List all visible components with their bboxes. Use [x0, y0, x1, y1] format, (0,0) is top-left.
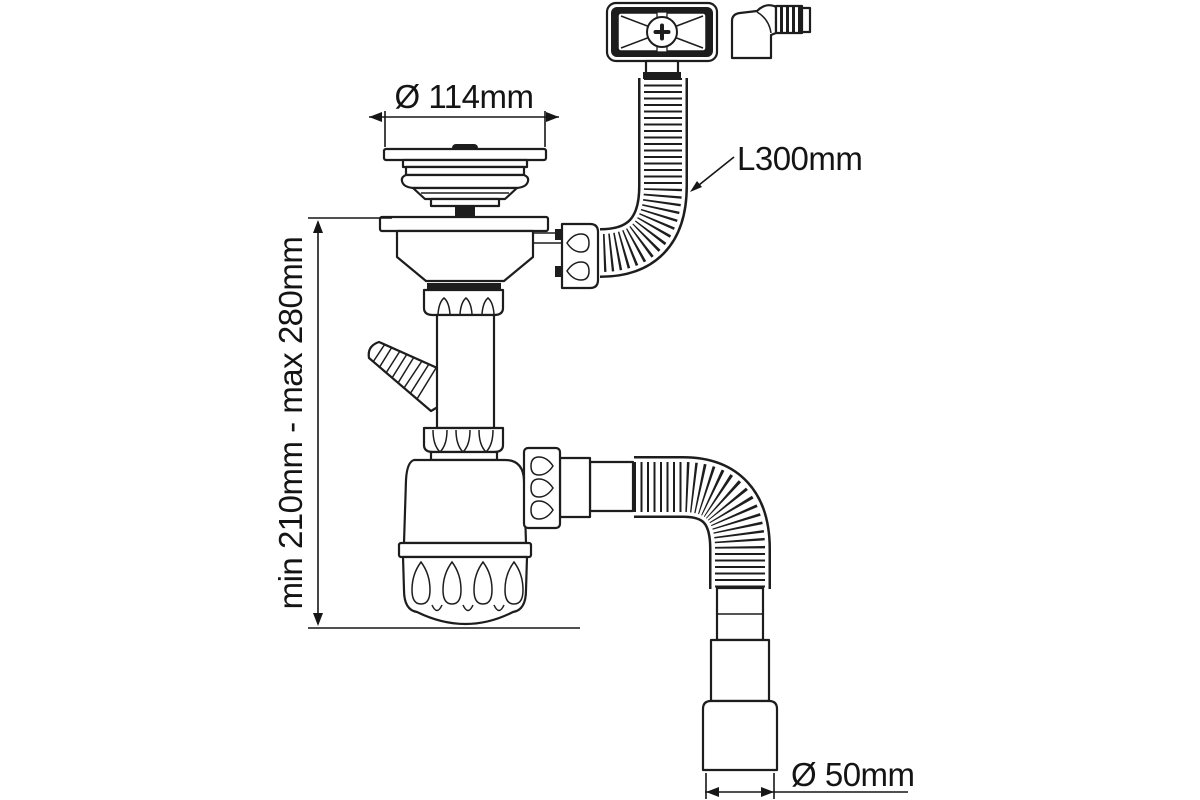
dimension-overflow-hose-length: L300mm [690, 140, 863, 192]
lower-coupling-nut [422, 426, 505, 454]
appliance-hose-spigot [367, 340, 455, 413]
dimension-strainer-diameter: Ø 114mm [369, 78, 559, 147]
overflow-hose [598, 78, 688, 278]
trap-collar [397, 541, 533, 559]
strainer-flange [382, 147, 548, 162]
bottle-trap [397, 458, 533, 626]
dim-label-outlet-diameter: Ø 50mm [791, 756, 915, 793]
overflow-elbow-adapter [730, 4, 812, 60]
arrowhead-left [369, 112, 382, 122]
arrowhead-right [761, 787, 774, 797]
overflow-plate [605, 1, 719, 79]
dim-label-height-range: min 210mm - max 280mm [272, 237, 309, 610]
arrowhead-left [706, 787, 719, 797]
dim-label-strainer-diameter: Ø 114mm [395, 78, 534, 115]
outlet-end-sleeve [701, 699, 779, 772]
strainer-stem [455, 206, 475, 219]
arrowhead-right [546, 112, 559, 122]
arrowhead-down [313, 613, 323, 626]
arrowhead-up [313, 220, 323, 233]
tail-tube [422, 283, 505, 462]
trap-outlet-nut [522, 446, 562, 530]
outlet-flexible-hose [522, 446, 779, 772]
trap-cup [401, 555, 529, 626]
hose-corrugation [599, 78, 682, 272]
trap-body [402, 458, 528, 545]
dimension-height-range: min 210mm - max 280mm [272, 217, 580, 629]
outlet-adapter [588, 460, 635, 513]
dimension-outlet-diameter: Ø 50mm [705, 756, 915, 799]
dim-label-overflow-hose-length: L300mm [737, 140, 862, 177]
sink-strainer [378, 144, 562, 283]
overflow-hose-nut [555, 222, 600, 290]
drain-body [395, 229, 535, 283]
hose-corrugation [634, 462, 765, 589]
tube-body [435, 313, 496, 430]
leader-arrowhead [690, 181, 702, 192]
drain-body-flange [378, 215, 550, 233]
